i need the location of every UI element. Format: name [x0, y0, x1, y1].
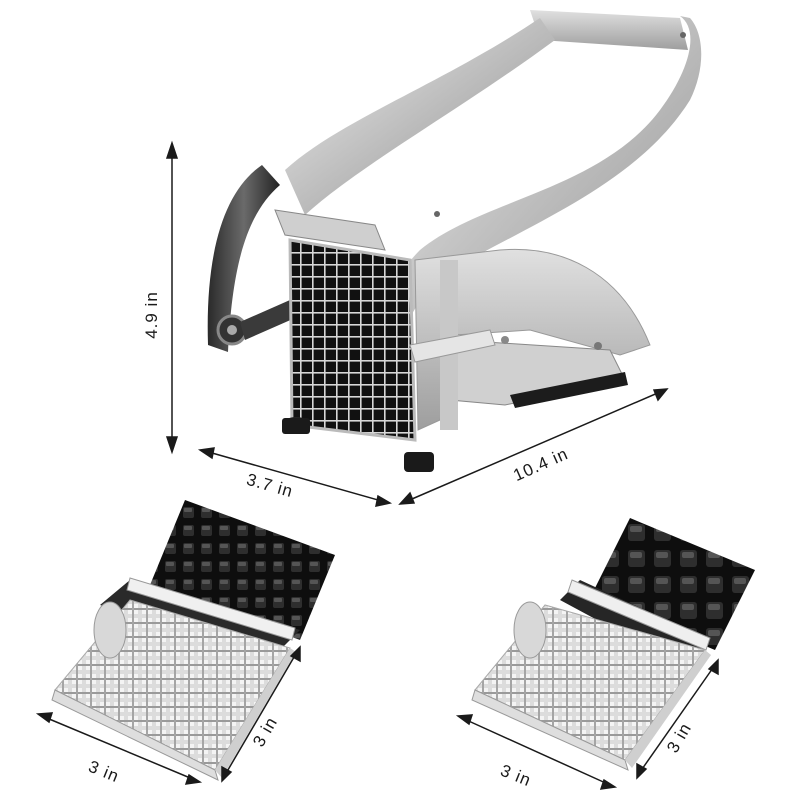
left-arm: [285, 18, 555, 215]
fine-blade-width-arrow: [35, 712, 203, 785]
handle-bar: [530, 10, 688, 50]
fine-blade-set-illustration: [51, 500, 335, 781]
height-label: 4.9 in: [141, 291, 161, 339]
coarse-blade-set-illustration: [471, 518, 755, 771]
depth-dimension-arrow: [197, 447, 393, 507]
fine-blade-depth-arrow: [221, 645, 301, 783]
length-dimension-arrow: [398, 388, 669, 505]
rear-lever: [207, 165, 280, 352]
right-arm: [369, 16, 702, 385]
coarse-blade-width-arrow: [455, 714, 618, 790]
front-blade-grid: [288, 238, 417, 442]
body-chute: [414, 248, 651, 431]
height-dimension-arrow: [165, 140, 179, 455]
coarse-blade-depth-arrow: [636, 658, 719, 780]
